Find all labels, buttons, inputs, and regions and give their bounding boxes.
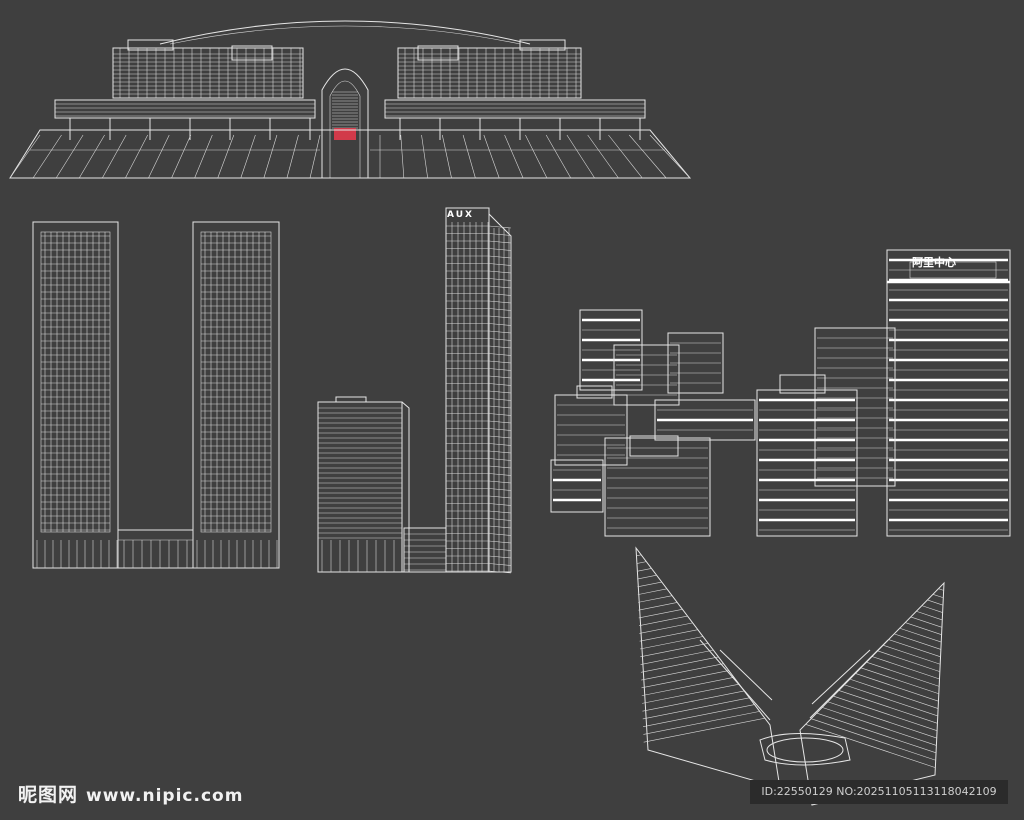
image-id-label: ID:22550129 NO:20251105113118042109 [750,780,1008,804]
alibaba-sign-text: 阿里中心 [912,256,956,269]
twin-towers-drawing [32,221,280,569]
twin-wedge-pavilion-drawing [635,546,945,806]
nipic-logo: 昵图网 www.nipic.com [18,780,243,807]
office-cluster-drawing [550,249,1011,537]
nipic-url: www.nipic.com [86,786,244,806]
railway-station-drawing [9,20,692,179]
nipic-logo-text: 昵图网 [18,784,79,806]
aux-sign-text: AUX [447,210,474,220]
skyscraper-drawing [317,207,512,574]
